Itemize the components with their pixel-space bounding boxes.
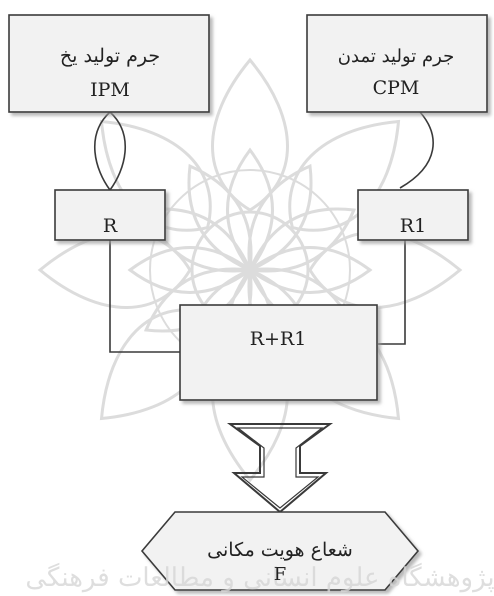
cpm-code-label: CPM <box>373 77 420 99</box>
sum-label: R+R1 <box>250 328 307 350</box>
ipm-persian-label: جرم تولید یخ <box>60 45 160 67</box>
r1-label: R1 <box>400 215 426 237</box>
box-r1 <box>357 189 469 241</box>
f-persian-label: شعاع هویت مکانی <box>207 539 353 561</box>
arrow-down <box>226 423 334 514</box>
box-sum <box>179 304 378 401</box>
box-ipm <box>8 14 210 113</box>
box-r <box>54 189 166 241</box>
connector-r-sum <box>109 240 180 353</box>
watermark-text: پژوهشگاه علوم انسانی و مطالعات فرهنگی <box>25 562 494 593</box>
hexagon-f <box>140 511 420 591</box>
connector-cpm-r1 <box>399 111 434 189</box>
box-cpm <box>306 14 488 113</box>
ipm-code-label: IPM <box>90 79 130 101</box>
r-label: R <box>103 215 118 237</box>
f-code-label: F <box>274 564 287 585</box>
cpm-persian-label: جرم تولید تمدن <box>338 46 454 67</box>
watermark-ornament <box>38 57 462 482</box>
connector-r1-sum <box>378 240 406 345</box>
